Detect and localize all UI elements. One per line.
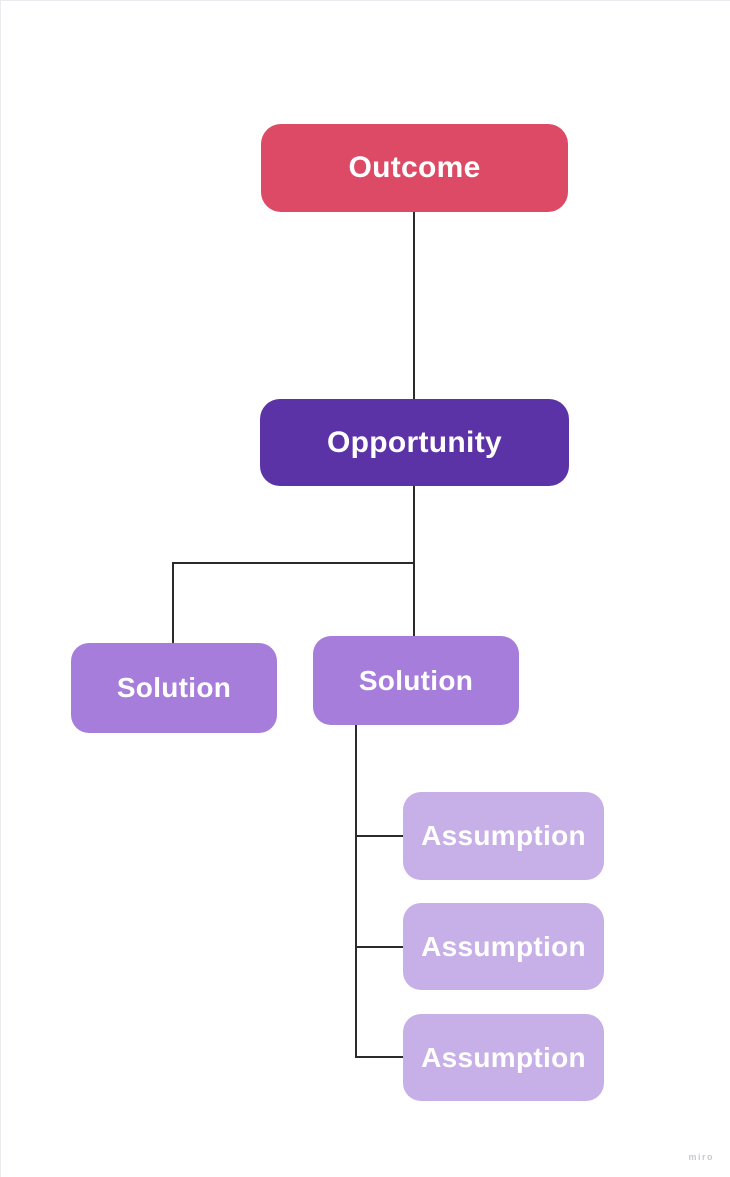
node-assumption-3-label: Assumption [421,1041,586,1073]
connector-opportunity-trunk[interactable] [413,485,415,636]
node-outcome[interactable]: Outcome [261,124,568,212]
node-solution-right-label: Solution [358,664,474,696]
node-assumption-1-label: Assumption [421,820,586,851]
connector-opportunity-branch-horizontal[interactable] [172,562,415,564]
connector-outcome-opportunity[interactable] [413,212,415,399]
connector-solution-right-trunk[interactable] [355,724,357,1058]
node-assumption-2-label: Assumption [421,930,586,962]
node-solution-left-label: Solution [116,672,232,703]
node-assumption-2[interactable]: Assumption [403,903,604,990]
connector-assumption-2-stub[interactable] [355,946,403,948]
node-opportunity-label: Opportunity [327,425,502,459]
node-assumption-1[interactable]: Assumption [403,792,604,880]
connector-assumption-3-stub[interactable] [355,1056,403,1058]
connector-assumption-1-stub[interactable] [355,835,403,837]
connector-opportunity-solution-left-drop[interactable] [172,562,174,643]
node-assumption-3[interactable]: Assumption [403,1014,604,1101]
node-opportunity[interactable]: Opportunity [260,399,569,486]
node-solution-left[interactable]: Solution [71,643,277,733]
node-solution-right[interactable]: Solution [313,636,519,725]
miro-watermark-logo: miro [688,1152,714,1162]
node-outcome-label: Outcome [348,151,481,184]
